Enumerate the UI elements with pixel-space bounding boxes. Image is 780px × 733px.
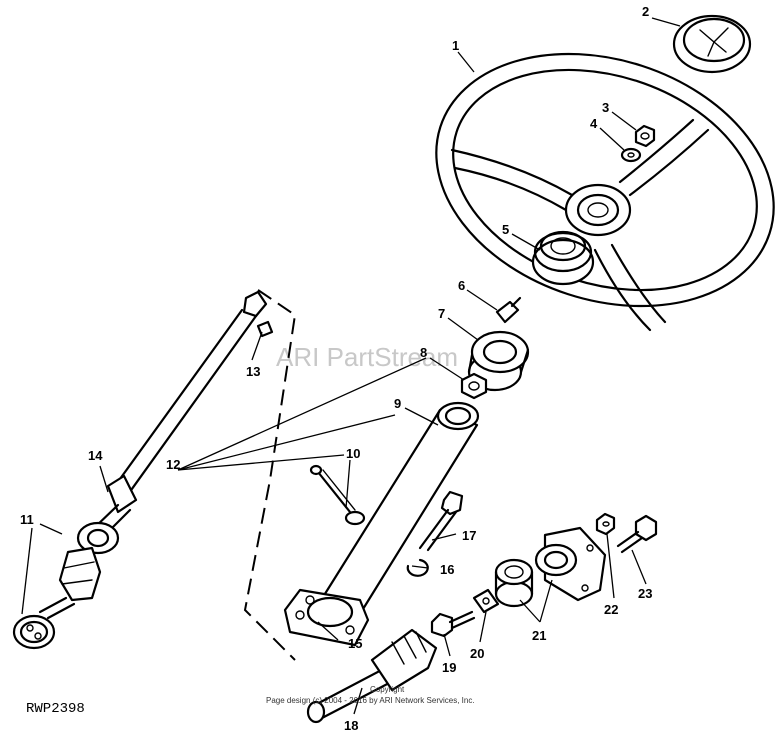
drawing-id: RWP2398: [26, 701, 85, 717]
copyright-label: Copyright: [370, 685, 405, 694]
woodruff-key[interactable]: [256, 320, 274, 338]
wheel-hub[interactable]: [531, 230, 595, 286]
copyright-notice: Page design (c) 2004 - 2016 by ARI Netwo…: [266, 696, 475, 705]
column-flange[interactable]: [283, 588, 370, 647]
callout-5[interactable]: 5: [502, 222, 509, 237]
horn-cap[interactable]: [672, 14, 752, 74]
wheel-nut[interactable]: [634, 124, 656, 148]
callout-1[interactable]: 1: [452, 38, 459, 53]
universal-joint[interactable]: [38, 521, 120, 620]
callout-7[interactable]: 7: [438, 306, 445, 321]
callout-6[interactable]: 6: [458, 278, 465, 293]
set-screw[interactable]: [495, 296, 522, 324]
callout-16[interactable]: 16: [440, 562, 454, 577]
lock-washer[interactable]: [620, 147, 642, 163]
leader-lines: [21, 17, 681, 715]
callout-8[interactable]: 8: [420, 345, 427, 360]
snap-ring[interactable]: [406, 558, 429, 577]
callout-3[interactable]: 3: [602, 100, 609, 115]
callout-18[interactable]: 18: [344, 718, 358, 733]
watermark: ARI PartStream: [276, 342, 458, 372]
callout-4[interactable]: 4: [590, 116, 598, 131]
callout-19[interactable]: 19: [442, 660, 456, 675]
housing-bolt[interactable]: [616, 514, 658, 554]
callout-9[interactable]: 9: [394, 396, 401, 411]
square-nut[interactable]: [472, 588, 500, 614]
callout-20[interactable]: 20: [470, 646, 484, 661]
callout-15[interactable]: 15: [348, 636, 362, 651]
callout-2[interactable]: 2: [642, 4, 649, 19]
callout-12[interactable]: 12: [166, 457, 180, 472]
callout-23[interactable]: 23: [638, 586, 652, 601]
callout-10[interactable]: 10: [346, 446, 360, 461]
bushing[interactable]: [494, 558, 534, 608]
bearing-housing[interactable]: [534, 526, 607, 602]
jam-nut[interactable]: [460, 372, 488, 400]
callout-11[interactable]: 11: [20, 512, 34, 527]
callout-21[interactable]: 21: [532, 628, 546, 643]
callout-13[interactable]: 13: [246, 364, 260, 379]
callout-22[interactable]: 22: [604, 602, 618, 617]
callout-17[interactable]: 17: [462, 528, 476, 543]
bearing-cup[interactable]: [12, 614, 56, 650]
cap-screw[interactable]: [418, 490, 464, 552]
housing-nut[interactable]: [595, 512, 616, 536]
flange-bolt[interactable]: [430, 610, 476, 638]
column-bolt[interactable]: [309, 464, 366, 526]
upper-steering-shaft[interactable]: [90, 290, 268, 538]
steering-wheel[interactable]: [403, 12, 780, 347]
lower-steering-shaft[interactable]: [306, 628, 438, 724]
callout-14[interactable]: 14: [88, 448, 103, 463]
